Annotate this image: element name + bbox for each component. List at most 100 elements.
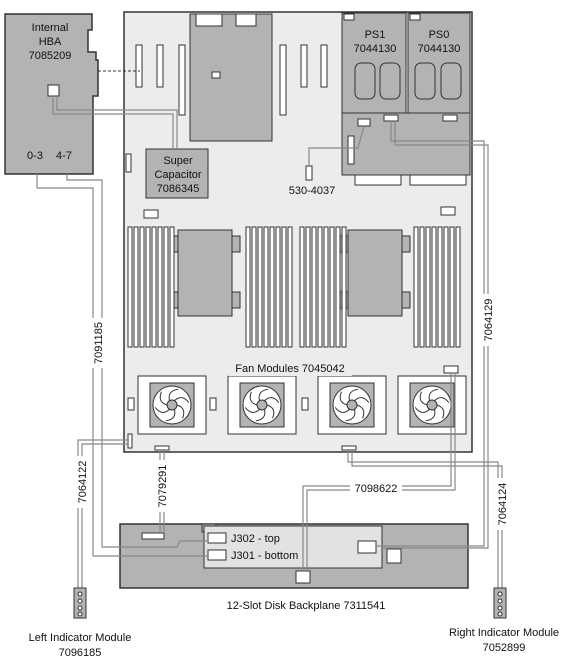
- dimm-banks: [127, 226, 461, 348]
- dimm-slot: [251, 226, 257, 348]
- dimm-slot: [305, 226, 311, 348]
- fan-blade: [159, 391, 168, 406]
- dimm-slot: [323, 226, 329, 348]
- dimm-slot: [455, 226, 461, 348]
- indicator-led: [77, 605, 83, 611]
- ps0-label: PS0: [429, 29, 450, 41]
- fan-hub: [256, 399, 268, 411]
- pdb-slot: [347, 135, 355, 165]
- label-bg: [284, 183, 340, 197]
- fan-modules-label: Fan Modules 7045042: [235, 363, 344, 375]
- backplane-header-block: [203, 525, 383, 569]
- label-bg: [480, 294, 496, 346]
- supercap-label-line2: Capacitor: [154, 169, 201, 181]
- hba-connector: [47, 84, 60, 97]
- fan-connector: [443, 365, 459, 374]
- psu-fan-opening: [440, 62, 462, 100]
- indicator-led: [497, 611, 503, 617]
- label-bg: [494, 478, 510, 530]
- cpu-heatsink-tab: [401, 235, 411, 253]
- label-bg: [74, 456, 90, 508]
- fan-connector: [154, 445, 170, 451]
- pdb-slot: [409, 174, 467, 186]
- dimm-slot: [317, 226, 323, 348]
- ps1-label: PS1: [365, 29, 386, 41]
- dimm-slot: [449, 226, 455, 348]
- cable-7064122-label: 7064122: [77, 461, 89, 504]
- riser-connector: [211, 71, 221, 79]
- cable-supercap: [56, 96, 178, 149]
- fan-blade: [249, 391, 258, 406]
- label-bg: [89, 318, 105, 368]
- ps1-part-number: 7044130: [354, 43, 397, 55]
- dimm-slot: [151, 226, 157, 348]
- label-bg: [350, 481, 402, 495]
- cable-7064129-label: 7064129: [483, 299, 495, 342]
- dimm-slot: [169, 226, 175, 348]
- supercap-part-number: 7086345: [157, 183, 200, 195]
- backplane-connector: [386, 548, 402, 564]
- dimm-slot: [157, 226, 163, 348]
- riser-connector: [195, 13, 223, 27]
- board-connector: [305, 165, 313, 181]
- cable-7064122: [81, 443, 128, 588]
- cable-7064124-label: 7064124: [497, 483, 509, 526]
- fan-hub: [426, 399, 438, 411]
- hba-part-number: 7085209: [29, 50, 72, 62]
- right-indicator-leds: [497, 591, 503, 617]
- left-indicator-part-number: 7096185: [59, 647, 102, 659]
- psu-fan-opening: [414, 62, 436, 100]
- pcie-slot: [320, 44, 328, 88]
- dimm-slot: [257, 226, 263, 348]
- fan-blade: [434, 397, 450, 403]
- backplane-connector: [141, 532, 165, 540]
- pcie-slot: [279, 44, 287, 116]
- fan-blade: [419, 391, 428, 406]
- fan-blade: [258, 388, 269, 401]
- dimm-slot: [437, 226, 443, 348]
- cpu-heatsink: [347, 229, 403, 317]
- fan-blade: [354, 397, 370, 403]
- backplane-connector: [357, 540, 377, 554]
- indicator-led: [77, 598, 83, 604]
- cable-7079291-label: 7079291: [157, 465, 169, 508]
- fan-blade: [174, 397, 190, 403]
- fan-blade: [436, 404, 445, 419]
- board-connector: [125, 153, 132, 173]
- board-connector: [143, 209, 159, 219]
- dimm-slot: [341, 226, 347, 348]
- cable-7098622-label: 7098622: [355, 483, 398, 495]
- cpu-heatsink-tab: [231, 235, 241, 253]
- psu-connector: [409, 13, 421, 21]
- fan-blade: [339, 391, 348, 406]
- indicator-led: [77, 611, 83, 617]
- label-bg: [154, 460, 170, 512]
- cpu-heatsink-tab: [401, 291, 411, 309]
- pcie-slot: [135, 44, 143, 88]
- riser-block: [189, 13, 273, 142]
- fan-connector: [127, 397, 135, 411]
- dimm-slot: [287, 226, 293, 348]
- fan-blade: [428, 388, 439, 401]
- right-indicator-part-number: 7052899: [483, 642, 526, 654]
- cable-supercap: [52, 96, 174, 149]
- fan-connector: [301, 397, 309, 411]
- dimm-slot: [133, 226, 139, 348]
- psu-fan-opening: [379, 62, 401, 100]
- cable-7091185: [66, 174, 208, 548]
- fan-blade: [168, 388, 179, 401]
- cable-530-4037: [308, 125, 365, 166]
- fan-blade: [255, 409, 266, 422]
- j301-connector: [207, 549, 227, 561]
- fan-blade: [334, 407, 350, 413]
- dimm-slot: [127, 226, 133, 348]
- dimm-slot: [145, 226, 151, 348]
- hba-label-line1: Internal: [32, 22, 69, 34]
- fan-blade: [425, 409, 436, 422]
- dimm-slot: [163, 226, 169, 348]
- dimm-slot: [329, 226, 335, 348]
- fan-blade: [244, 407, 260, 413]
- fan-blade: [154, 407, 170, 413]
- j302-connector: [207, 532, 227, 544]
- indicator-led: [497, 605, 503, 611]
